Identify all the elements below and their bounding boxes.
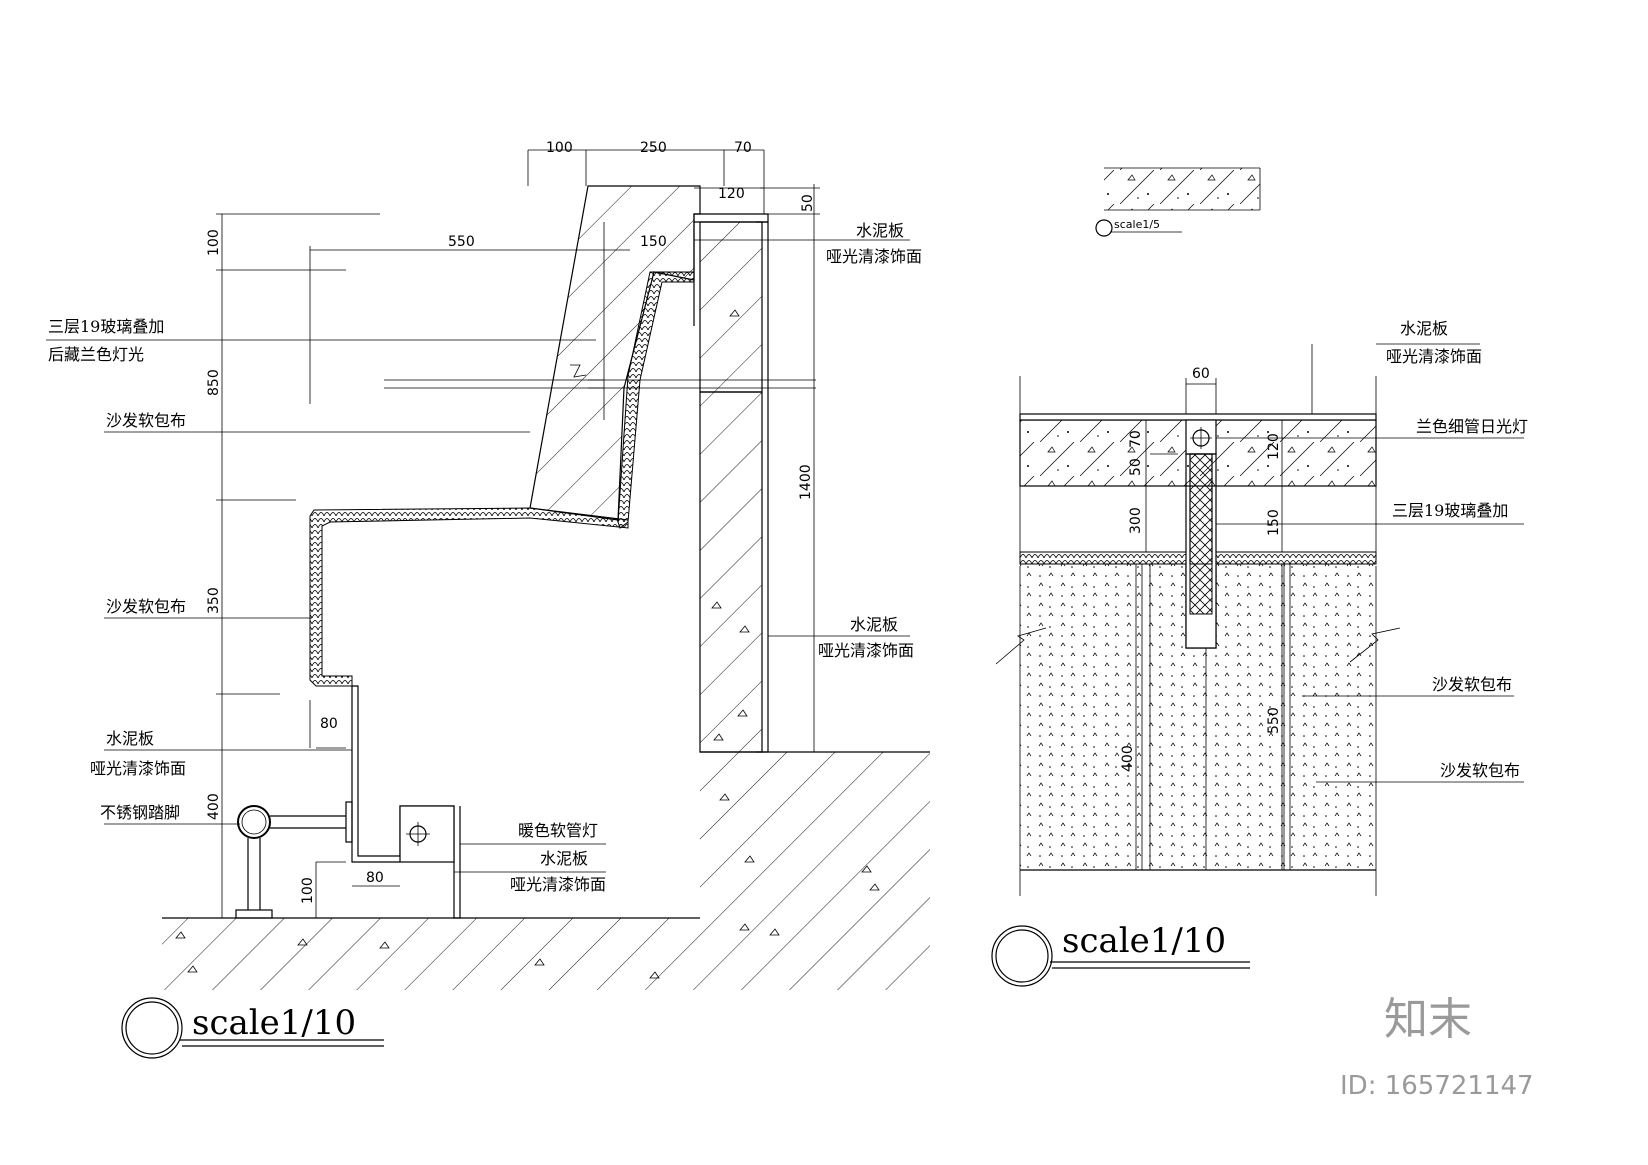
label-r-cement-1: 水泥板 bbox=[1400, 319, 1448, 338]
dim-1400: 1400 bbox=[798, 464, 814, 500]
dim-50: 50 bbox=[800, 194, 816, 212]
legend-sample: scale1/5 bbox=[1095, 167, 1261, 237]
legend-scale-label: scale1/5 bbox=[1114, 218, 1160, 231]
label-r-glass: 三层19玻璃叠加 bbox=[1392, 501, 1508, 520]
label-cement-top-1: 水泥板 bbox=[856, 221, 904, 240]
dim-r-120: 120 bbox=[1266, 433, 1282, 460]
stainless-footrest bbox=[235, 801, 353, 919]
dim-r-400: 400 bbox=[1120, 745, 1136, 772]
dim-left-100-b: 100 bbox=[300, 877, 316, 904]
right-scale-label: scale1/10 bbox=[1062, 921, 1226, 961]
dim-550: 550 bbox=[448, 234, 475, 250]
right-scale-symbol: scale1/10 bbox=[991, 921, 1250, 987]
dim-r-60: 60 bbox=[1192, 366, 1210, 382]
left-dimension-lines bbox=[46, 149, 910, 918]
ground-aggregate-marks bbox=[175, 793, 880, 979]
label-cement-top-2: 哑光清漆饰面 bbox=[826, 247, 922, 266]
backrest-padding bbox=[617, 271, 695, 529]
dim-left-100: 100 bbox=[206, 229, 222, 256]
dim-80-a: 80 bbox=[320, 716, 338, 732]
label-glass-1: 三层19玻璃叠加 bbox=[48, 317, 164, 336]
dim-r-70: 70 bbox=[1128, 430, 1144, 448]
dim-80-b: 80 bbox=[366, 870, 384, 886]
left-scale-label: scale1/10 bbox=[192, 1003, 356, 1043]
left-ground-hatch bbox=[162, 752, 930, 990]
dim-left-350: 350 bbox=[206, 587, 222, 614]
label-r-sofa-2: 沙发软包布 bbox=[1440, 761, 1520, 780]
seat-padding bbox=[309, 507, 629, 687]
label-steel: 不锈钢踏脚 bbox=[100, 803, 180, 822]
left-section-drawing: 100 250 70 120 50 550 150 100 850 350 40… bbox=[46, 140, 930, 1059]
glass-stack bbox=[529, 185, 701, 521]
dim-left-850: 850 bbox=[206, 369, 222, 396]
label-glass-2: 后藏兰色灯光 bbox=[48, 345, 144, 364]
dim-r-50: 50 bbox=[1128, 458, 1144, 476]
label-cement-bottom-2: 哑光清漆饰面 bbox=[510, 875, 606, 894]
watermark-brand: 知末 bbox=[1384, 994, 1472, 1045]
dim-left-400: 400 bbox=[206, 793, 222, 820]
watermark-id: ID: 165721147 bbox=[1340, 1071, 1534, 1101]
label-r-cement-2: 哑光清漆饰面 bbox=[1386, 347, 1482, 366]
dim-top-250: 250 bbox=[640, 140, 667, 156]
label-cement-bottom-1: 水泥板 bbox=[540, 849, 588, 868]
label-cement-right-2: 哑光清漆饰面 bbox=[818, 641, 914, 660]
dim-top-70: 70 bbox=[734, 140, 752, 156]
dim-r-550: 550 bbox=[1266, 707, 1282, 734]
back-wall bbox=[699, 391, 763, 753]
right-section-drawing: 60 70 50 120 300 150 550 400 水泥板 哑光清漆饰面 … bbox=[991, 319, 1528, 987]
left-scale-symbol: scale1/10 bbox=[121, 997, 384, 1059]
dim-120: 120 bbox=[718, 186, 745, 202]
dim-r-150: 150 bbox=[1266, 509, 1282, 536]
label-r-sofa-1: 沙发软包布 bbox=[1432, 675, 1512, 694]
dim-top-100: 100 bbox=[546, 140, 573, 156]
label-cement-left-2: 哑光清漆饰面 bbox=[90, 759, 186, 778]
label-warm-light: 暖色软管灯 bbox=[518, 821, 598, 840]
label-cement-left-1: 水泥板 bbox=[106, 729, 154, 748]
label-sofa-2: 沙发软包布 bbox=[106, 597, 186, 616]
label-cement-right-1: 水泥板 bbox=[850, 615, 898, 634]
label-r-blue-tube: 兰色细管日光灯 bbox=[1416, 417, 1528, 436]
dim-r-300: 300 bbox=[1128, 507, 1144, 534]
label-sofa-1: 沙发软包布 bbox=[106, 411, 186, 430]
dim-150: 150 bbox=[640, 234, 667, 250]
